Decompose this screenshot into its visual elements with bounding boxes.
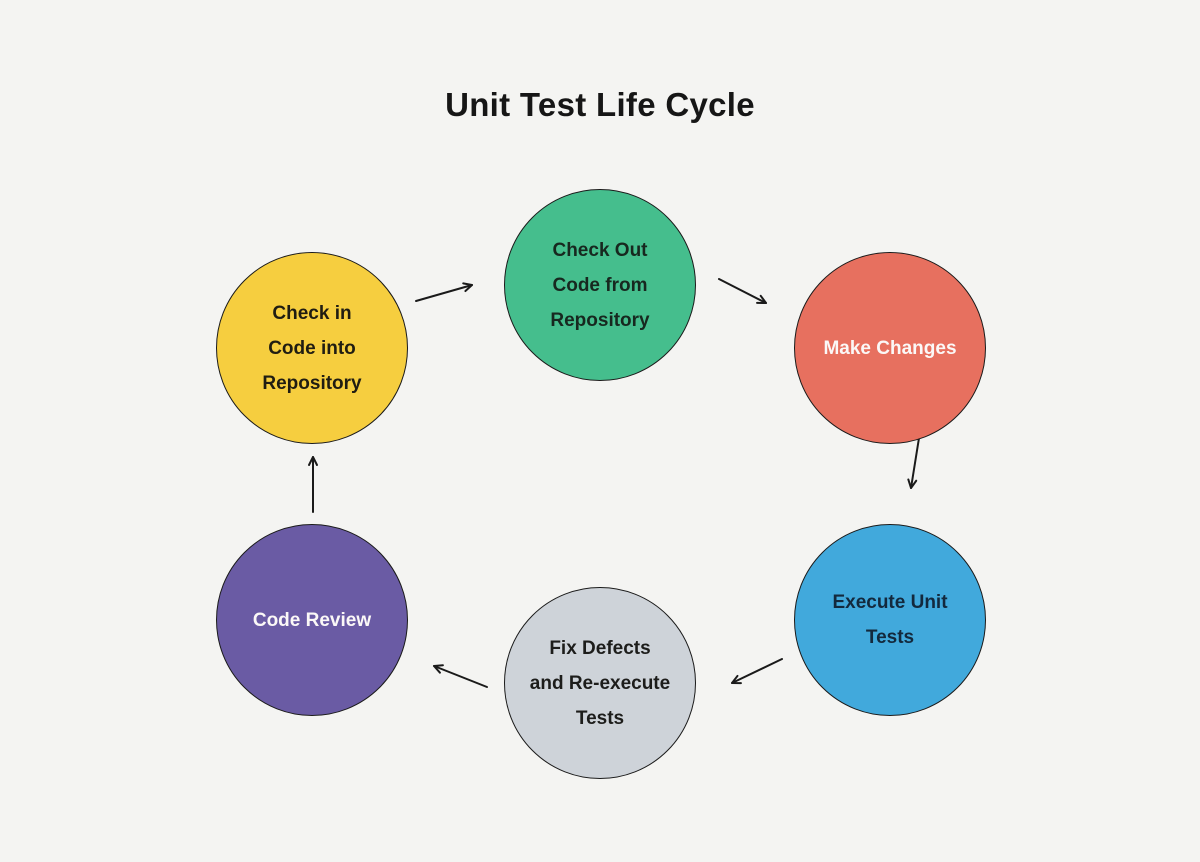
node-make-changes: Make Changes (794, 252, 986, 444)
arrow-fixdefects-to-codereview (433, 664, 488, 688)
arrow-execute-to-fixdefects (731, 658, 783, 685)
node-label-line: Make Changes (823, 337, 957, 359)
node-label-line: Check Out (552, 239, 648, 261)
node-label-line: Fix Defects (549, 637, 651, 659)
node-check-in-code: Check in Code into Repository (216, 252, 408, 444)
node-label-line: Execute Unit (832, 592, 948, 613)
node-code-review: Code Review (216, 524, 408, 716)
arrow-checkout-to-makechanges (718, 278, 767, 304)
node-check-out-code: Check Out Code from Repository (504, 189, 696, 381)
arrow-checkin-to-checkout (415, 282, 473, 302)
node-label-line: Check in (272, 302, 352, 324)
node-label-line: Tests (865, 627, 915, 648)
node-label-line: and Re-execute (529, 672, 671, 694)
node-label-line: Code from (552, 274, 648, 296)
node-label-line: Code into (268, 337, 356, 359)
node-label-line: Tests (575, 707, 625, 729)
node-execute-unit-tests: Execute Unit Tests (794, 524, 986, 716)
node-label-line: Repository (262, 372, 362, 394)
node-label-line: Repository (550, 309, 650, 331)
node-fix-defects: Fix Defects and Re-execute Tests (504, 587, 696, 779)
diagram-title: Unit Test Life Cycle (445, 86, 755, 123)
arrow-makechanges-to-execute (907, 437, 920, 489)
node-label-line: Code Review (252, 609, 372, 631)
